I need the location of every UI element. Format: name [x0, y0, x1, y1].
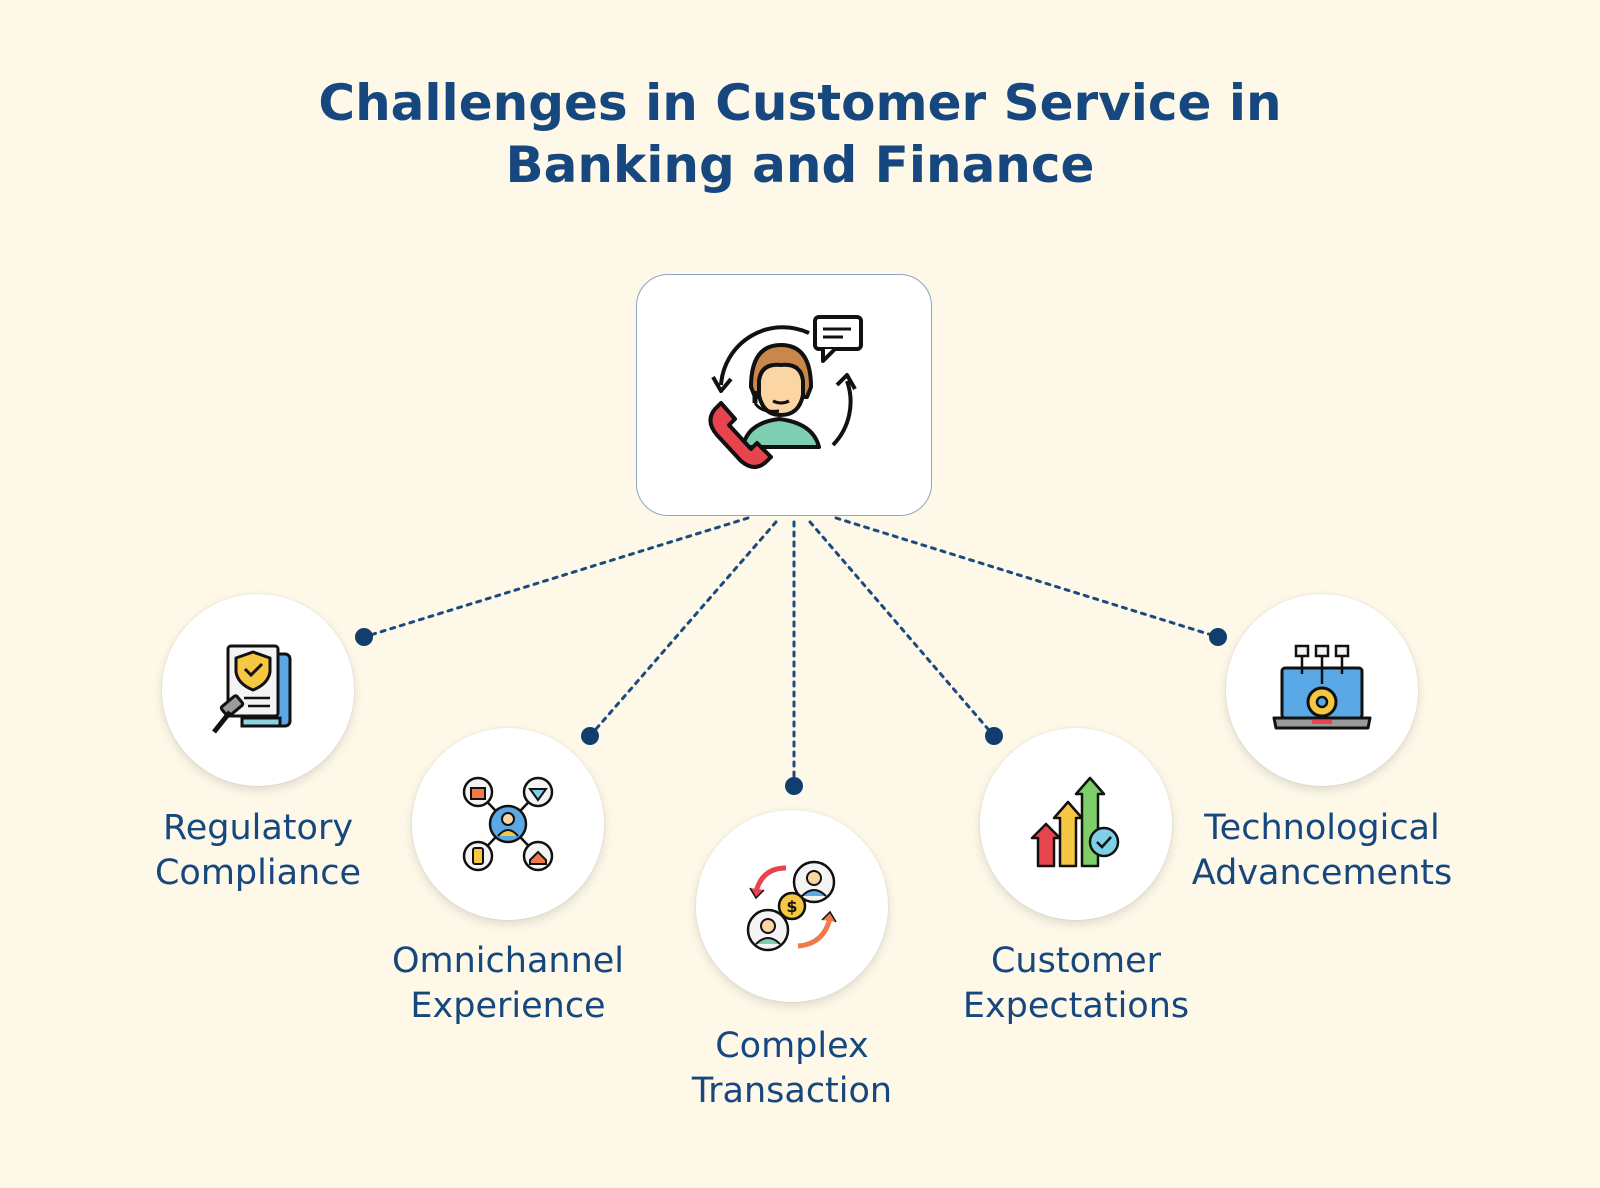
customer-support-agent-icon: [708, 315, 863, 469]
title-line-1: Challenges in Customer Service in: [318, 74, 1282, 132]
connector-dot-customer: [985, 727, 1003, 745]
connector-dot-regulatory: [355, 628, 373, 646]
connector-technological: [834, 516, 1220, 639]
challenge-label-line-1: Customer: [990, 941, 1161, 981]
title-line-2: Banking and Finance: [505, 136, 1095, 194]
challenge-node-technological: [1226, 594, 1418, 786]
svg-text:$: $: [786, 897, 797, 916]
challenge-label-omnichannel: Omnichannel Experience: [358, 939, 658, 1029]
page-title: Challenges in Customer Service in Bankin…: [200, 72, 1400, 196]
challenge-label-customer: Customer Expectations: [926, 939, 1226, 1029]
connector-omnichannel: [588, 520, 778, 738]
hub-card: [636, 274, 932, 516]
challenge-label-technological: Technological Advancements: [1172, 806, 1472, 896]
growth-chart-arrows-icon: [1030, 776, 1120, 868]
challenge-label-line-2: Transaction: [691, 1071, 893, 1111]
challenge-label-complex: Complex Transaction: [642, 1024, 942, 1114]
challenge-node-regulatory: [162, 594, 354, 786]
connector-customer: [808, 520, 996, 738]
challenge-label-line-2: Advancements: [1191, 853, 1453, 893]
challenge-label-line-2: Compliance: [154, 853, 362, 893]
money-exchange-icon: $: [746, 860, 837, 952]
connector-dot-technological: [1209, 628, 1227, 646]
challenge-node-customer: [980, 728, 1172, 920]
connector-regulatory: [362, 516, 750, 639]
regulatory-document-gavel-icon: [212, 644, 292, 734]
challenge-label-line-1: Regulatory: [162, 808, 354, 848]
challenge-node-complex: $: [696, 810, 888, 1002]
challenge-node-omnichannel: [412, 728, 604, 920]
challenge-label-line-2: Experience: [410, 986, 606, 1026]
challenge-label-line-1: Technological: [1204, 808, 1440, 848]
challenge-label-regulatory: Regulatory Compliance: [108, 806, 408, 896]
challenge-label-line-1: Omnichannel: [391, 941, 625, 981]
connector-dot-omnichannel: [581, 727, 599, 745]
challenge-label-line-2: Expectations: [962, 986, 1190, 1026]
omnichannel-network-icon: [462, 776, 554, 872]
laptop-gear-icon: [1272, 644, 1372, 730]
connector-dot-complex: [785, 777, 803, 795]
challenge-label-line-1: Complex: [715, 1026, 869, 1066]
